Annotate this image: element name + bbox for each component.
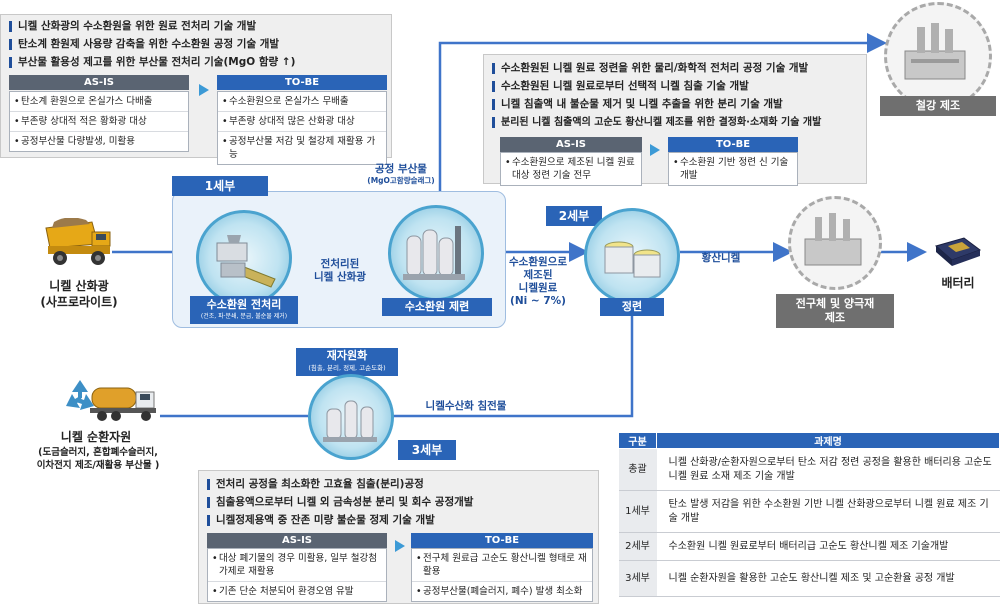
reduced-nickel-text: 수소환원으로 제조된 니켈원료 (Ni ~ 7%) — [509, 256, 567, 307]
step3-info-panel: 전처리 공정을 최소화한 고효율 침출(분리)공정 침출용액으로부터 니켈 외 … — [198, 470, 599, 604]
step2-tobe-box: 수소환원 기반 정련 신 기술 개발 — [668, 152, 798, 186]
steel-plant-circle — [884, 2, 992, 110]
table-row: 총괄 니켈 산화광/순환자원으로부터 탄소 저감 정련 공정을 활용한 배터리용… — [618, 448, 1000, 491]
step1-bullet: 탄소계 환원제 사용량 감축을 위한 수소환원 공정 기술 개발 — [9, 37, 279, 52]
recycling-circle — [308, 374, 394, 460]
table-cell-title: 탄소 발생 저감을 위한 수소환원 기반 니켈 산화광으로부터 니켈 원료 제조… — [656, 490, 1000, 533]
table-row: 3세부 니켈 순환자원을 활용한 고순도 황산니켈 제조 및 고순환율 공정 개… — [618, 560, 1000, 597]
list-item: 전구체 원료급 고순도 황산니켈 형태로 재활용 — [412, 549, 592, 582]
step1-tag: 1세부 — [172, 176, 268, 196]
list-item: 대상 폐기물의 경우 미활용, 일부 철강첨가제로 재활용 — [208, 549, 386, 582]
step2-bullet: 분리된 니켈 침출액의 고순도 황산니켈 제조를 위한 결정화·소재화 기술 개… — [492, 115, 821, 130]
list-item: 탄소계 환원으로 온실가스 다배출 — [10, 92, 188, 112]
purification-circle — [584, 208, 680, 304]
step1-bullet: 부산물 활용성 제고를 위한 부산물 전처리 기술(MgO 함량 ↑) — [9, 55, 295, 70]
precursor-cathode-label: 전구체 및 양극재 제조 — [776, 294, 894, 328]
recycling-label: 재자원화 (침출, 분리, 정제, 고순도화) — [296, 348, 398, 376]
step1-tobe-header: TO-BE — [217, 75, 387, 90]
step1-bullet: 니켈 산화광의 수소환원을 위한 원료 전처리 기술 개발 — [9, 19, 256, 34]
recycling-title: 재자원화 — [326, 349, 368, 362]
step3-tobe-box: 전구체 원료급 고순도 황산니켈 형태로 재활용 공정부산물(폐슬러지, 폐수)… — [411, 548, 593, 602]
factory-icon — [804, 213, 862, 266]
byproduct-subtitle: (MgO고함량슬래그) — [367, 176, 435, 185]
step1-tobe-box: 수소환원으로 온실가스 무배출 부존량 상대적 많은 산화광 대상 공정부산물 … — [217, 91, 387, 165]
step3-asis-header: AS-IS — [207, 533, 387, 548]
list-item: 기존 단순 처분되어 환경오염 유발 — [208, 582, 386, 601]
list-item: 수소환원으로 제조된 니켈 원료 대상 정련 기술 전무 — [501, 153, 641, 185]
table-cell-title: 니켈 순환자원을 활용한 고순도 황산니켈 제조 및 고순환율 공정 개발 — [656, 560, 1000, 597]
purification-tank-icon — [604, 241, 661, 278]
precursor-plant-circle — [788, 196, 882, 290]
mining-truck-icon — [45, 218, 111, 265]
table-row: 2세부 수소환원 니켈 원료로부터 배터리급 고순도 황산니켈 제조 기술개발 — [618, 532, 1000, 561]
recycling-plant-icon — [323, 400, 377, 442]
pretreated-ore-text: 전처리된 니켈 산화광 — [314, 258, 366, 283]
table-header-row: 구분 과제명 — [618, 432, 1000, 449]
recycle-label: 니켈 순환자원 — [60, 430, 132, 444]
recycle-sublabel: (도금슬러지, 혼합폐수슬러지, 이차전지 제조/재활용 부산물 ) — [36, 447, 160, 471]
table-header-division: 구분 — [618, 432, 657, 449]
tanker-truck-icon — [90, 387, 156, 421]
pretreat-subtitle: (건조, 파·분쇄, 분급, 불순물 제거) — [200, 313, 288, 320]
step1-info-panel: 니켈 산화광의 수소환원을 위한 원료 전처리 기술 개발 탄소계 환원제 사용… — [0, 14, 392, 165]
list-item: 부존량 상대적 많은 산화광 대상 — [218, 112, 386, 132]
step3-bullet: 니켈정제용액 중 잔존 미량 불순물 정제 기술 개발 — [207, 513, 435, 528]
step1-asis-box: 탄소계 환원으로 온실가스 다배출 부존량 상대적 적은 황화광 대상 공정부산… — [9, 91, 189, 152]
refining-plant-icon — [403, 226, 465, 280]
pretreat-title: 수소환원 전처리 — [206, 298, 282, 311]
step3-asis-box: 대상 폐기물의 경우 미활용, 일부 철강첨가제로 재활용 기존 단순 처분되어… — [207, 548, 387, 602]
table-cell-title: 니켈 산화광/순환자원으로부터 탄소 저감 정련 공정을 활용한 배터리용 고순… — [656, 448, 1000, 491]
chevron-right-icon — [650, 144, 660, 156]
table-cell-division: 총괄 — [618, 448, 657, 491]
refining-circle — [388, 205, 484, 301]
list-item: 공정부산물 다량발생, 미활용 — [10, 132, 188, 151]
recycling-subtitle: (침출, 분리, 정제, 고순도화) — [308, 364, 386, 372]
step3-bullet: 침출용액으로부터 니켈 외 금속성분 분리 및 회수 공정개발 — [207, 495, 473, 510]
list-item: 부존량 상대적 적은 황화광 대상 — [10, 112, 188, 132]
list-item: 수소환원으로 온실가스 무배출 — [218, 92, 386, 112]
step2-info-panel: 수소환원된 니켈 원료 정련을 위한 물리/화학적 전처리 공정 기술 개발 수… — [483, 54, 867, 186]
table-row: 1세부 탄소 발생 저감을 위한 수소환원 기반 니켈 산화광으로부터 니켈 원… — [618, 490, 1000, 533]
step2-tobe-header: TO-BE — [668, 137, 798, 152]
step3-tobe-header: TO-BE — [411, 533, 593, 548]
factory-icon — [904, 23, 966, 80]
battery-chip-icon — [934, 237, 982, 266]
table-cell-division: 2세부 — [618, 532, 657, 561]
chevron-right-icon — [395, 540, 405, 552]
nickel-sulfate-text: 황산니켈 — [701, 252, 741, 264]
pretreatment-equipment-icon — [216, 235, 276, 288]
table-header-title: 과제명 — [656, 432, 1000, 449]
step2-bullet: 수소환원된 니켈 원료 정련을 위한 물리/화학적 전처리 공정 기술 개발 — [492, 61, 808, 76]
step3-bullet: 전처리 공정을 최소화한 고효율 침출(분리)공정 — [207, 477, 424, 492]
list-item: 공정부산물 저감 및 철강제 재활용 가능 — [218, 132, 386, 164]
ore-label: 니켈 산화광 (사프로라이트) — [40, 279, 118, 309]
steel-making-label: 철강 제조 — [880, 96, 996, 116]
battery-label: 배터리 — [941, 276, 975, 290]
step2-asis-header: AS-IS — [500, 137, 642, 152]
recycle-icon — [66, 380, 94, 410]
project-table: 구분 과제명 총괄 니켈 산화광/순환자원으로부터 탄소 저감 정련 공정을 활… — [618, 432, 1000, 597]
step2-bullet: 니켈 침출액 내 불순물 제거 및 니켈 추출을 위한 분리 기술 개발 — [492, 97, 783, 112]
purification-label: 정련 — [600, 298, 664, 316]
step1-asis-header: AS-IS — [9, 75, 189, 90]
table-cell-title: 수소환원 니켈 원료로부터 배터리급 고순도 황산니켈 제조 기술개발 — [656, 532, 1000, 561]
refining-label: 수소환원 제련 — [382, 298, 492, 316]
step2-asis-box: 수소환원으로 제조된 니켈 원료 대상 정련 기술 전무 — [500, 152, 642, 186]
list-item: 공정부산물(폐슬러지, 폐수) 발생 최소화 — [412, 582, 592, 601]
byproduct-text: 공정 부산물 (MgO고함량슬래그) — [356, 163, 446, 186]
byproduct-title: 공정 부산물 — [375, 163, 427, 175]
pretreat-label: 수소환원 전처리 (건조, 파·분쇄, 분급, 불순물 제거) — [190, 296, 298, 324]
pretreat-circle — [196, 210, 292, 306]
chevron-right-icon — [199, 84, 209, 96]
step2-tag: 2세부 — [546, 206, 602, 226]
nickel-hydroxide-text: 니켈수산화 침전물 — [425, 400, 507, 412]
list-item: 수소환원 기반 정련 신 기술 개발 — [669, 153, 797, 185]
step2-bullet: 수소환원된 니켈 원료로부터 선택적 니켈 침출 기술 개발 — [492, 79, 749, 94]
table-cell-division: 3세부 — [618, 560, 657, 597]
table-cell-division: 1세부 — [618, 490, 657, 533]
step3-tag: 3세부 — [398, 440, 456, 460]
